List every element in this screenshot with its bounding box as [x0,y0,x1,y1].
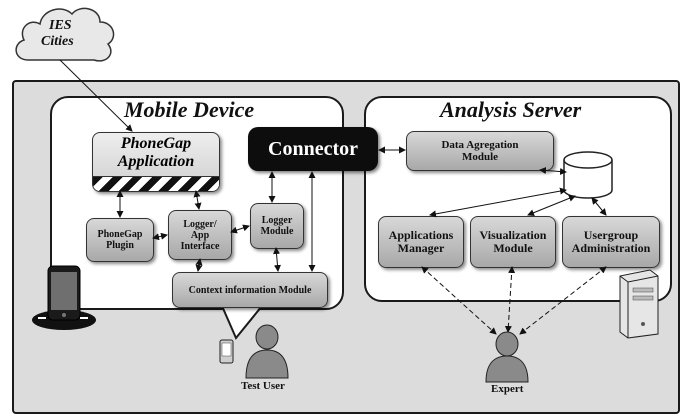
phonegap-plugin-line1: PhoneGap [97,229,143,240]
server-icon [619,269,659,339]
db-appmanager-arrow [429,187,567,218]
logger-context-arrow [273,247,281,272]
data-aggregation-line2: Module [461,151,499,163]
expert-usergroup-dashed [519,266,607,335]
mobile-device-title: Mobile Device [124,97,255,122]
app-interface-arrow [193,190,202,210]
data-aggregation-line1: Data Agregation [441,138,519,151]
visualization-module-line1: Visualization [479,227,547,242]
logger-module-box: Logger Module [250,203,304,249]
applications-manager-line1: Applications [388,227,454,242]
cloud-label-line2: Cities [41,34,74,49]
expert-visualization-dashed [504,266,516,333]
usergroup-administration-box: Usergroup Administration [562,216,660,268]
striped-band [93,176,219,191]
cloud-label-line1: IES [49,18,72,33]
expert-label: Expert [491,383,524,395]
visualization-module-box: Visualization Module [470,216,556,268]
logger-app-interface-line1: Logger/ [183,218,217,230]
connector-box: Connector [248,127,378,171]
visualization-module-line2: Module [493,241,533,255]
phonegap-application-line1: PhoneGap [120,135,192,152]
phonegap-application-line2: Application [117,153,195,170]
logger-app-interface-box: Logger/ App Interface [168,210,232,260]
applications-manager-box: Applications Manager [378,216,464,268]
data-aggregation-module-box: Data Agregation Module [406,131,554,171]
cloud-icon [15,7,115,62]
interface-context-arrow [195,258,203,272]
db-visualization-arrow [527,195,576,216]
applications-manager-line2: Manager [397,241,445,255]
logger-app-interface-line3: Interface [180,240,220,252]
logger-app-interface-line2: App [190,229,210,241]
usergroup-administration-line1: Usergroup [583,227,639,242]
logger-module-line2: Module [260,226,294,237]
smartphone-icon [32,265,96,330]
test-user-icon [245,324,289,379]
aggregation-db-arrow [539,166,567,176]
interface-logger-arrow [230,224,250,234]
context-information-module-box: Context information Module [172,272,328,308]
analysis-server-title: Analysis Server [440,97,582,122]
handheld-icon [219,339,234,364]
context-information-module-label: Context information Module [188,284,312,296]
connector-label: Connector [268,137,358,160]
expert-icon [485,331,529,383]
cloud-to-app-arrow [59,59,133,132]
logger-module-line1: Logger [261,215,293,226]
plugin-interface-arrow [152,232,168,241]
database-icon [563,151,613,199]
phonegap-application-box: PhoneGap Application [92,132,220,192]
phonegap-plugin-line2: Plugin [106,240,134,251]
expert-appmanager-dashed [421,266,497,335]
architecture-diagram: Mobile Device Analysis Server IES Cities… [12,7,680,414]
test-user-label: Test User [241,380,285,392]
connection-lines [59,59,607,335]
usergroup-administration-line2: Administration [571,241,651,255]
db-usergroup-arrow [591,197,607,216]
mobile-panel-tail [221,304,263,340]
